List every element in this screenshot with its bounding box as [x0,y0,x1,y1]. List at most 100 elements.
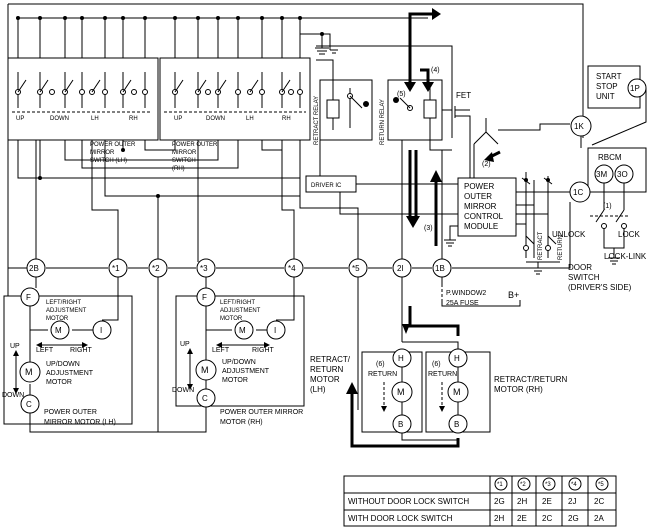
terminal-1p: 1P [630,84,640,93]
retract-lh-line4: (LH) [310,385,326,394]
table-row-1-cell-3: 2E [542,497,552,506]
control-module-line4: CONTROL [464,212,504,221]
motor-lh-name-line1: POWER OUTER [44,409,97,416]
driver-ic-label: DRIVER IC [311,183,342,189]
motor-rh-left: LEFT [212,347,230,354]
table-row-1-cell-2: 2H [517,497,527,506]
motor-lh-ud-line2: ADJUSTMENT [46,370,94,377]
mirror-switch-rh: UP DOWN LH RH POWER OUTER MIRROR SWITCH … [159,57,311,172]
transistor: (2) [473,118,570,178]
mirror-switch-lh: UP DOWN LH RH POWER OUTER MIRROR SWITCH … [7,57,159,164]
start-stop-unit: START STOP UNIT 1P [587,65,647,146]
motor-lh-left: LEFT [36,347,54,354]
motor-lh-terminal-c: C [26,400,32,409]
retract-rh-line2: MOTOR (RH) [494,385,543,394]
switch-rh-contact-down: DOWN [206,116,225,122]
rbcm: RBCM 3M 3O [587,147,647,210]
retract-rh-return: RETURN [428,371,457,378]
table-header-1: *1 [497,482,503,488]
table-row-1-cell-1: 2G [494,497,505,506]
motor-lh-ud-m: M [25,367,33,377]
motor-rh-lr-m: M [239,326,246,335]
switch-lh-label-line3: SWITCH (LH) [90,158,127,164]
terminal-star5: *5 [352,264,360,273]
door-switch-retract: RETRACT [538,231,544,260]
motor-lh-right: RIGHT [70,347,93,354]
retract-rh-terminal-h: H [454,354,460,363]
retract-rh-terminal-b: B [454,420,459,429]
table-row-1-cell-5: 2C [594,497,604,506]
motor-lh-adj-line2: ADJUSTMENT [46,308,87,314]
rbcm-label: RBCM [598,153,622,162]
table-row-2-cell-4: 2G [568,514,579,523]
motor-rh-name-line2: MOTOR (RH) [220,419,263,426]
switch-lh-contact-up: UP [16,116,24,122]
fet: FET [442,91,471,180]
terminal-star2: *2 [152,264,160,273]
motor-lh-up: UP [10,343,20,350]
terminal-star1: *1 [112,264,120,273]
connector-table: *1 *2 *3 *4 *5 WITHOUT DOOR LOCK SWITCH … [343,475,617,527]
retract-lh-return: RETURN [368,371,397,378]
terminal-1k-label: 1K [574,122,584,131]
door-switch-unlock: UNLOCK [552,230,586,239]
terminal-1c: 1C [569,181,600,203]
rbcm-terminal-3o: 3O [617,170,628,179]
switch-rh-contact-lh: LH [246,116,254,122]
door-switch: (1) UNLOCK LOCK LOCK-LINK DOOR SWITCH (D… [523,203,647,292]
motor-rh-terminal-i: I [274,326,276,335]
table-row-2-label: WITH DOOR LOCK SWITCH [348,514,453,523]
switch-rh-label-line2: MIRROR [172,150,197,156]
motor-rh-up: UP [180,341,190,348]
door-switch-line1: DOOR [568,263,592,272]
switch-lh-contact-rh: RH [129,116,138,122]
mark-2: (2) [482,161,491,168]
motor-rh-right: RIGHT [252,347,275,354]
retract-lh-line3: MOTOR [310,375,340,384]
control-module-line1: POWER [464,182,494,191]
return-relay-label: RETURN RELAY [380,99,386,145]
table-header-3: *3 [545,482,551,488]
table-header-4: *4 [571,482,577,488]
relay-block: RETRACT RELAY RETURN RELAY (5) (4) [314,45,453,151]
retract-rh-line1: RETRACT/RETURN [494,375,568,384]
table-row-2-cell-5: 2A [594,514,604,523]
motor-lh-name-line2: MIRROR MOTOR (LH) [44,419,116,426]
fet-label: FET [456,91,471,100]
motor-lh-terminal-i: I [100,326,102,335]
switch-lh-label-line2: MIRROR [90,150,115,156]
terminal-2i: 2I [397,264,404,273]
door-switch-lock: LOCK [618,230,640,239]
motor-rh-ud-line1: UP/DOWN [222,359,256,366]
control-module-line3: MIRROR [464,202,497,211]
retract-lh-six: (6) [376,361,385,368]
motor-rh-terminal-c: C [202,394,208,403]
motor-rh-name-line1: POWER OUTER MIRROR [220,409,303,416]
terminal-star4: *4 [288,264,296,273]
fuse-line2: 25A FUSE [446,300,479,307]
table-row-2-cell-3: 2C [542,514,552,523]
retract-lh-m: M [397,387,405,397]
table-header-2: *2 [520,482,526,488]
fuse-line1: P.WINDOW2 [446,290,486,297]
mark-4: (4) [431,67,440,74]
motor-lh-adj-line3: MOTOR [46,316,69,322]
switch-rh-contact-up: UP [174,116,182,122]
motor-rh-adj-line2: ADJUSTMENT [220,308,261,314]
mark-1: (1) [603,203,612,210]
mirror-motor-rh: F I C M M LEFT/RIGHT ADJUSTMENT MOTOR LE… [158,277,305,433]
start-stop-line1: START [596,72,622,81]
motor-rh-ud-line3: MOTOR [222,377,248,384]
mark-5: (5) [397,91,406,98]
motor-rh-adj-line3: MOTOR [220,316,243,322]
door-switch-lock-link: LOCK-LINK [604,252,647,261]
motor-rh-ud-line2: ADJUSTMENT [222,368,270,375]
bplus-label: B+ [508,290,519,300]
table-row-2-cell-2: 2E [517,514,527,523]
retract-rh-m: M [453,387,461,397]
terminal-1k: 1K [570,115,592,148]
retract-lh-terminal-h: H [398,354,404,363]
retract-lh-line1: RETRACT/ [310,355,351,364]
